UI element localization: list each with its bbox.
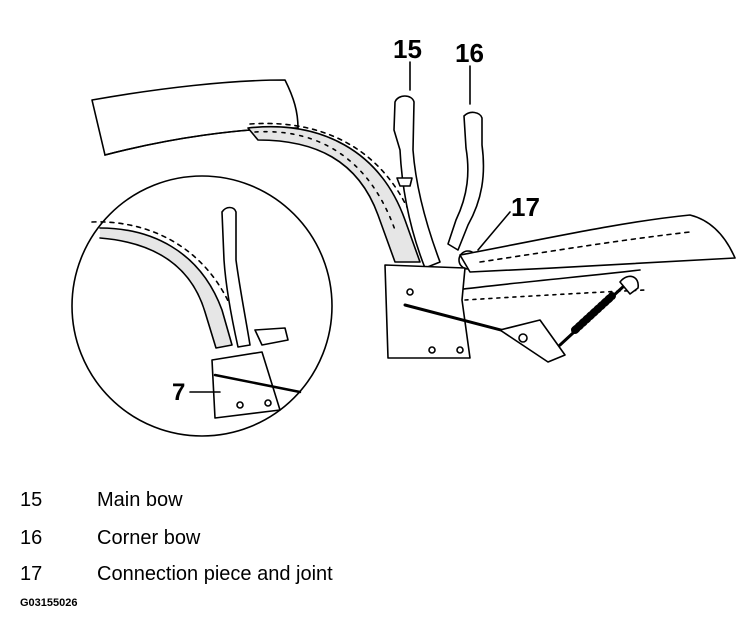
main-bow — [393, 95, 441, 269]
callout-7: 7 — [172, 379, 185, 406]
legend-item-15: 15 Main bow — [20, 489, 183, 512]
callout-15: 15 — [393, 34, 422, 64]
callout-16: 16 — [455, 38, 484, 68]
legend-item-16: 16 Corner bow — [20, 527, 200, 550]
legend-number: 16 — [20, 527, 43, 549]
side-rail — [247, 126, 421, 263]
detail-magnifier-circle — [71, 175, 333, 437]
figure-code: G03155026 — [20, 597, 78, 609]
callout-17: 17 — [511, 192, 540, 222]
legend-item-17: 17 Connection piece and joint — [20, 563, 333, 586]
corner-bow — [447, 111, 485, 251]
legend-number: 17 — [20, 563, 43, 585]
legend-label: Connection piece and joint — [97, 563, 333, 585]
legend-label: Corner bow — [97, 527, 201, 549]
legend-label: Main bow — [97, 489, 183, 511]
legend-number: 15 — [20, 489, 43, 511]
convertible-top-mechanism-diagram: 15 16 17 7 — [71, 34, 736, 437]
front-roof-panel — [91, 79, 299, 156]
